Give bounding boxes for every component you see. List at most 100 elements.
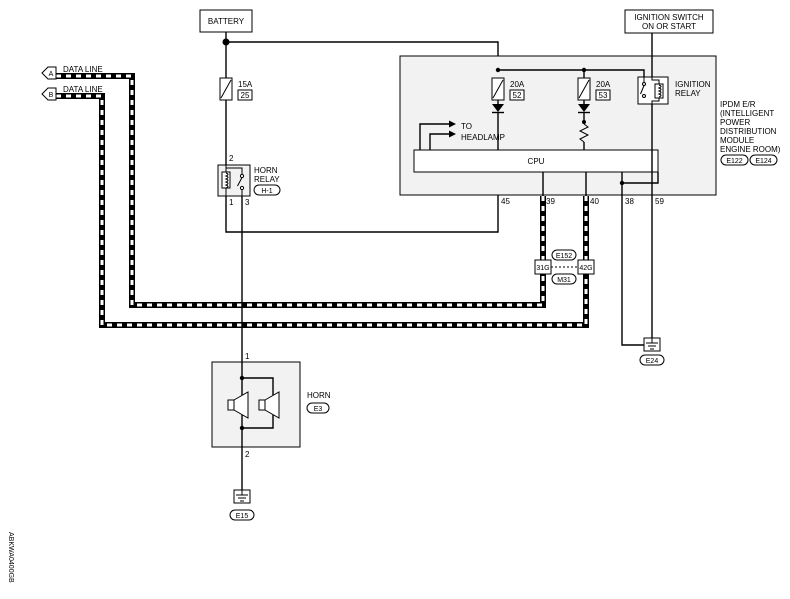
ignition-relay-coil-lead-top bbox=[651, 77, 660, 84]
wire-pin38-to-ground-e24 bbox=[621, 172, 644, 346]
ipdm-connector-e122: E122 bbox=[726, 158, 742, 165]
joint-connector-m31: M31 bbox=[557, 277, 571, 284]
data-line-b-connector-arrow bbox=[41, 87, 57, 101]
joint-connector-42g-label: 42G bbox=[579, 265, 592, 272]
horn-right-cone bbox=[264, 391, 280, 419]
headlamp-label-line1: TO bbox=[461, 122, 472, 131]
wire-cpu-to-headlamp-2 bbox=[429, 133, 450, 150]
fuse-52-element bbox=[492, 79, 504, 99]
ground-e15-symbol bbox=[236, 490, 248, 502]
ground-e24-label: E24 bbox=[646, 358, 659, 365]
horn-relay-contact-bottom bbox=[239, 185, 245, 191]
fuse-52-number-box bbox=[509, 89, 525, 101]
horn-relay-connector-oval bbox=[253, 184, 281, 196]
horn-relay-connector: H-1 bbox=[261, 188, 272, 195]
horn-left-icon bbox=[227, 391, 249, 419]
ipdm-name-line1: IPDM E/R bbox=[720, 100, 756, 109]
ipdm-name-line5: MODULE bbox=[720, 136, 754, 145]
data-line-b-label: DATA LINE bbox=[63, 85, 103, 94]
joint-connector-terminal-42g bbox=[577, 259, 595, 275]
joint-connector-e152-oval bbox=[551, 249, 577, 261]
ipdm-pin-38: 38 bbox=[625, 197, 634, 206]
wire-horn-relay-pin1-to-ipdm-pin45 bbox=[225, 172, 499, 233]
data-line-a-connector-arrow bbox=[41, 66, 57, 80]
horn-relay-coil-winding bbox=[224, 172, 229, 189]
wire-ipdm-bus-to-ignition-relay bbox=[584, 69, 645, 77]
arrow-right-icon bbox=[449, 130, 456, 138]
ipdm-box bbox=[399, 55, 717, 196]
data-line-b bbox=[56, 93, 589, 328]
cpu-label: CPU bbox=[528, 157, 545, 166]
fuse-15a-element bbox=[220, 79, 232, 99]
data-line-a-letter: A bbox=[49, 71, 54, 78]
ground-e15-label: E15 bbox=[236, 513, 249, 520]
resistor-icon bbox=[578, 123, 590, 143]
horn-left-cone bbox=[233, 391, 249, 419]
ipdm-connector-e124-oval bbox=[749, 154, 778, 166]
horn-connector: E3 bbox=[314, 406, 323, 413]
horn-left-driver bbox=[227, 399, 235, 411]
joint-connector-31g-label: 31G bbox=[536, 265, 549, 272]
junction-dot-fuse-52 bbox=[495, 67, 501, 73]
horn-connector-oval bbox=[306, 402, 330, 414]
wire-cpu-ground-link bbox=[622, 172, 659, 184]
ignition-relay-contact-top bbox=[642, 82, 646, 86]
battery-label: BATTERY bbox=[208, 17, 245, 26]
fuse-53 bbox=[577, 77, 591, 101]
data-line-b-pattern bbox=[56, 94, 588, 327]
ignition-relay-line1: IGNITION bbox=[675, 80, 711, 89]
fuse-15a-number-box bbox=[237, 89, 253, 101]
ground-e24-icon bbox=[643, 337, 661, 352]
wire-horn-return-right bbox=[242, 415, 274, 429]
horn-relay-contact-top bbox=[239, 173, 245, 179]
horn-relay bbox=[217, 164, 251, 197]
ipdm-name-line6: ENGINE ROOM) bbox=[720, 145, 781, 154]
horn-relay-coil bbox=[221, 171, 231, 189]
arrow-right-icon bbox=[449, 120, 456, 128]
ignition-switch-box bbox=[624, 9, 714, 34]
horn-pin-1: 1 bbox=[245, 352, 250, 361]
fuse-52-number: 52 bbox=[513, 91, 522, 100]
wire-cpu-to-headlamp-1 bbox=[419, 123, 450, 150]
horn-pin-2: 2 bbox=[245, 450, 250, 459]
diode-52-icon bbox=[492, 104, 504, 112]
horn-right-icon bbox=[258, 391, 280, 419]
headlamp-label-line2: HEADLAMP bbox=[461, 133, 505, 142]
junction-dot-battery bbox=[222, 38, 230, 46]
horn-relay-pin-2: 2 bbox=[229, 154, 234, 163]
ignition-relay bbox=[637, 76, 669, 105]
ignition-relay-line2: RELAY bbox=[675, 89, 701, 98]
horn-label: HORN bbox=[307, 391, 331, 400]
data-line-a-label: DATA LINE bbox=[63, 65, 103, 74]
diode-53-icon bbox=[578, 104, 590, 112]
horn-relay-pin-1: 1 bbox=[229, 198, 234, 207]
ground-e24-symbol bbox=[646, 338, 658, 350]
ignition-relay-coil-lead-bottom bbox=[651, 98, 660, 104]
horn-relay-name-line2: RELAY bbox=[254, 175, 280, 184]
figure-code: ABKWA0400GB bbox=[7, 532, 14, 583]
fuse-15a bbox=[219, 77, 233, 101]
fuse-53-number: 53 bbox=[599, 91, 608, 100]
ipdm-pin-59: 59 bbox=[655, 197, 664, 206]
fuse-15a-rating: 15A bbox=[238, 80, 253, 89]
ignition-relay-contact-lever bbox=[640, 85, 645, 95]
ignition-relay-coil-winding bbox=[657, 84, 662, 98]
horn-box bbox=[211, 361, 301, 448]
ground-e15-icon bbox=[233, 489, 251, 504]
ipdm-connector-e122-oval bbox=[720, 154, 749, 166]
ignition-switch-line1: IGNITION SWITCH bbox=[634, 13, 704, 22]
horn-relay-contact-lever bbox=[237, 177, 243, 187]
fuse-52-rating: 20A bbox=[510, 80, 525, 89]
fuse-53-rating: 20A bbox=[596, 80, 611, 89]
ignition-switch-line2: ON OR START bbox=[642, 22, 696, 31]
ipdm-name-line3: POWER bbox=[720, 118, 750, 127]
joint-connector-m31-oval bbox=[551, 273, 577, 285]
junction-dot-resistor bbox=[582, 120, 586, 124]
horn-relay-name-line1: HORN bbox=[254, 166, 278, 175]
data-line-a-pattern bbox=[56, 74, 545, 307]
fuse-52 bbox=[491, 77, 505, 101]
data-line-b-letter: B bbox=[49, 92, 54, 99]
ipdm-name-line4: DISTRIBUTION bbox=[720, 127, 777, 136]
data-line-a bbox=[56, 73, 546, 308]
ipdm-pin-39: 39 bbox=[546, 197, 555, 206]
